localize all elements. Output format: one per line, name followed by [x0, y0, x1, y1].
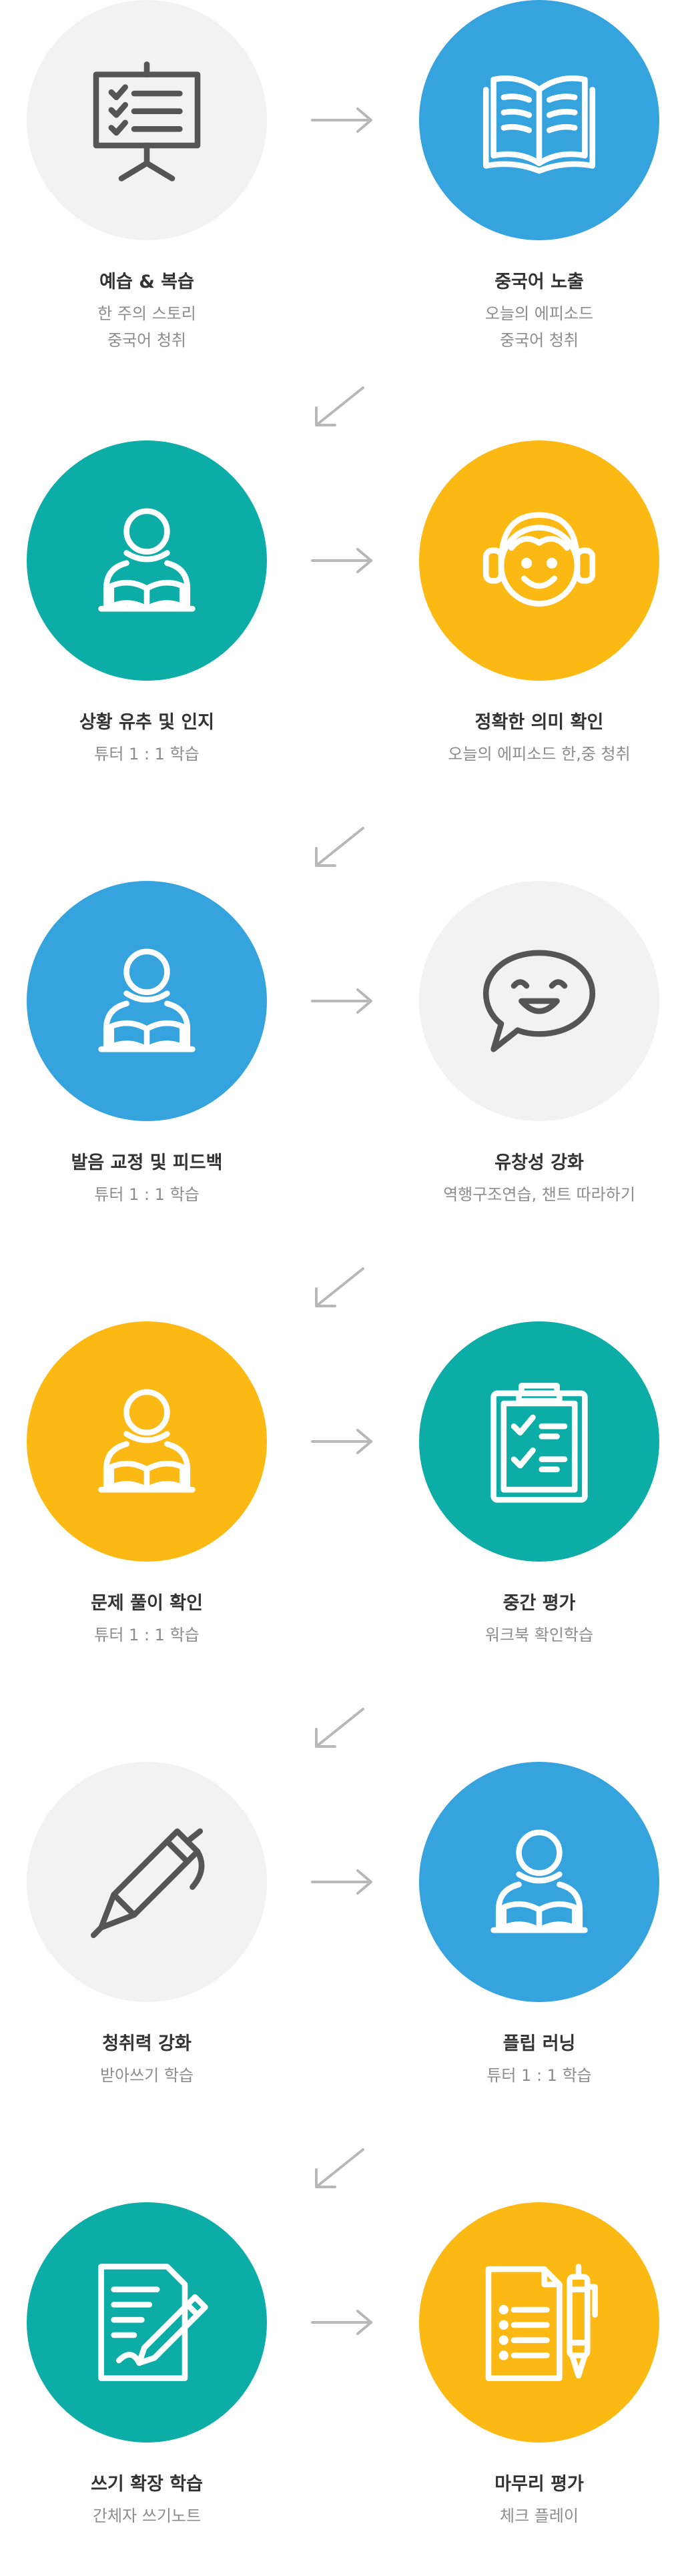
right-arrow-icon — [311, 107, 372, 133]
paper-and-pencil-icon — [98, 2264, 208, 2381]
step-12: 마무리 평가 체크 플레이 — [419, 2202, 659, 2576]
reading-person-icon — [98, 508, 196, 612]
step-subtitle: 체크 플레이 — [386, 2503, 686, 2529]
step-circle — [419, 0, 659, 240]
document-and-pen-icon — [485, 2264, 598, 2381]
step-circle — [419, 440, 659, 681]
step-circle — [419, 881, 659, 1121]
step-circle — [419, 2202, 659, 2443]
step-subtitle-line: 튜터 1 : 1 학습 — [486, 2066, 592, 2085]
right-arrow-icon — [311, 1869, 372, 1895]
reading-person-icon — [490, 1829, 588, 1933]
down-left-arrow-icon — [315, 2148, 364, 2188]
step-subtitle-line: 튜터 1 : 1 학습 — [94, 1626, 200, 1644]
step-subtitle: 튜터 1 : 1 학습 — [0, 1181, 300, 1208]
step-title: 문제 풀이 확인 — [91, 1593, 203, 1614]
step-subtitle-line: 체크 플레이 — [499, 2507, 579, 2525]
step-subtitle-line: 중국어 청취 — [499, 331, 579, 350]
step-subtitle: 받아쓰기 학습 — [0, 2062, 300, 2089]
step-title: 정확한 의미 확인 — [474, 712, 604, 733]
right-arrow-icon — [311, 1429, 372, 1454]
step-subtitle: 간체자 쓰기노트 — [0, 2503, 300, 2529]
step-circle — [27, 1762, 267, 2002]
step-title: 플립 러닝 — [502, 2033, 576, 2054]
step-title: 상황 유추 및 인지 — [79, 712, 215, 733]
reading-person-icon — [98, 1389, 196, 1493]
step-circle — [27, 881, 267, 1121]
step-3: 상황 유추 및 인지 튜터 1 : 1 학습 — [27, 440, 267, 814]
clipboard-checklist-icon — [490, 1383, 588, 1503]
step-11: 쓰기 확장 학습 간체자 쓰기노트 — [27, 2202, 267, 2576]
step-subtitle-line: 튜터 1 : 1 학습 — [94, 1185, 200, 1204]
step-6: 유창성 강화 역행구조연습, 챈트 따라하기 — [419, 881, 659, 1255]
step-5: 발음 교정 및 피드백 튜터 1 : 1 학습 — [27, 881, 267, 1255]
step-title: 중간 평가 — [502, 1593, 576, 1614]
presentation-board-icon — [93, 61, 201, 182]
down-left-arrow-icon — [315, 1708, 364, 1748]
step-title: 청취력 강화 — [102, 2033, 192, 2054]
step-subtitle: 워크북 확인학습 — [386, 1622, 686, 1648]
step-subtitle-line: 오늘의 에피소드 한,중 청취 — [448, 745, 631, 763]
step-circle — [27, 440, 267, 681]
speech-bubble-smile-icon — [482, 950, 596, 1052]
step-subtitle-line: 워크북 확인학습 — [484, 1626, 594, 1644]
step-title: 중국어 노출 — [494, 272, 584, 292]
right-arrow-icon — [311, 548, 372, 573]
step-title: 쓰기 확장 학습 — [91, 2474, 203, 2495]
step-subtitle: 오늘의 에피소드 한,중 청취 — [386, 741, 686, 767]
step-subtitle: 튜터 1 : 1 학습 — [386, 2062, 686, 2089]
step-subtitle: 튜터 1 : 1 학습 — [0, 741, 300, 767]
step-title: 예습 & 복습 — [99, 272, 194, 292]
down-left-arrow-icon — [315, 386, 364, 426]
smiling-face-headphones-icon — [482, 512, 596, 607]
step-subtitle: 역행구조연습, 챈트 따라하기 — [386, 1181, 686, 1208]
right-arrow-icon — [311, 988, 372, 1014]
step-circle — [419, 1762, 659, 2002]
step-subtitle-line: 간체자 쓰기노트 — [92, 2507, 202, 2525]
step-4: 정확한 의미 확인 오늘의 에피소드 한,중 청취 — [419, 440, 659, 814]
step-circle — [27, 2202, 267, 2443]
reading-person-icon — [98, 948, 196, 1052]
step-9: 청취력 강화 받아쓰기 학습 — [27, 1762, 267, 2136]
step-7: 문제 풀이 확인 튜터 1 : 1 학습 — [27, 1321, 267, 1695]
step-subtitle-line: 오늘의 에피소드 — [484, 304, 594, 323]
step-subtitle-line: 한 주의 스토리 — [97, 304, 196, 323]
step-subtitle-line: 중국어 청취 — [107, 331, 187, 350]
step-subtitle-line: 역행구조연습, 챈트 따라하기 — [443, 1185, 635, 1204]
step-8: 중간 평가 워크북 확인학습 — [419, 1321, 659, 1695]
step-title: 발음 교정 및 피드백 — [71, 1153, 223, 1173]
down-left-arrow-icon — [315, 1267, 364, 1307]
step-title: 유창성 강화 — [494, 1153, 584, 1173]
step-subtitle-line: 튜터 1 : 1 학습 — [94, 745, 200, 763]
step-subtitle-line: 받아쓰기 학습 — [99, 2066, 194, 2085]
step-circle — [27, 0, 267, 240]
right-arrow-icon — [311, 2310, 372, 2335]
open-book-icon — [482, 75, 596, 174]
step-circle — [27, 1321, 267, 1562]
step-10: 플립 러닝 튜터 1 : 1 학습 — [419, 1762, 659, 2136]
down-left-arrow-icon — [315, 827, 364, 867]
step-subtitle: 튜터 1 : 1 학습 — [0, 1622, 300, 1648]
step-circle — [419, 1321, 659, 1562]
pen-icon — [90, 1828, 205, 1939]
step-title: 마무리 평가 — [494, 2474, 584, 2495]
